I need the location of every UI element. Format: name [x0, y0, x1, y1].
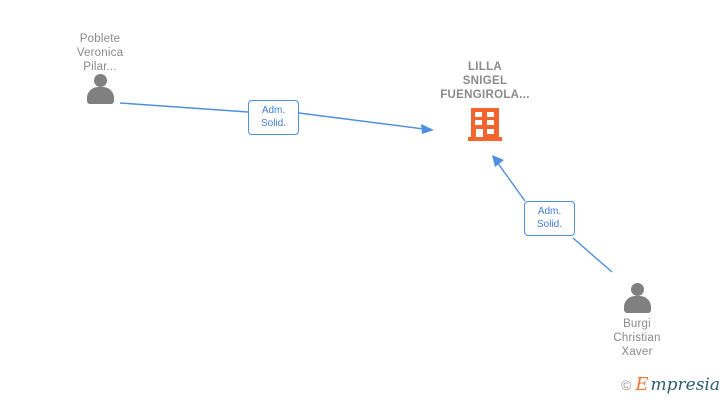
edge-label-to-company: [298, 112, 425, 130]
person-icon: [82, 74, 118, 104]
building-door: [476, 129, 483, 137]
node-person-left-label: Poblete Veronica Pilar...: [76, 33, 124, 73]
person-head: [630, 283, 644, 296]
person-icon: [619, 283, 655, 313]
person-body: [623, 296, 651, 313]
arrowhead-to-company-left: [421, 124, 434, 134]
building-window: [487, 129, 494, 134]
edge-person-right-to-label: [572, 237, 613, 273]
building-base: [468, 137, 502, 141]
node-person-bottom-right[interactable]: Burgi Christian Xaver: [585, 283, 689, 359]
node-company-label: LILLA SNIGEL FUENGIROLA...: [440, 61, 530, 101]
person-body: [86, 87, 114, 104]
building-icon: [468, 108, 502, 141]
edge-label-to-company-right: [496, 161, 526, 202]
edge-person-left-to-label: [119, 102, 249, 113]
arrowhead-to-company-right: [492, 155, 504, 167]
building-window: [487, 112, 494, 117]
node-person-bottom-right-label: Burgi Christian Xaver: [613, 318, 661, 358]
edge-label-adm-solid-right[interactable]: Adm. Solid.: [524, 201, 575, 236]
building-window: [475, 120, 482, 125]
watermark: © E mpresia: [621, 376, 720, 394]
node-person-left[interactable]: Poblete Veronica Pilar...: [48, 32, 152, 104]
building-window: [475, 112, 482, 117]
person-head: [93, 74, 107, 87]
building-window: [487, 120, 494, 125]
brand-name: mpresia: [650, 374, 721, 395]
brand-initial: E: [635, 374, 649, 395]
copyright-icon: ©: [621, 377, 632, 393]
node-company[interactable]: LILLA SNIGEL FUENGIROLA...: [405, 60, 565, 141]
edge-label-adm-solid-left[interactable]: Adm. Solid.: [248, 100, 299, 135]
